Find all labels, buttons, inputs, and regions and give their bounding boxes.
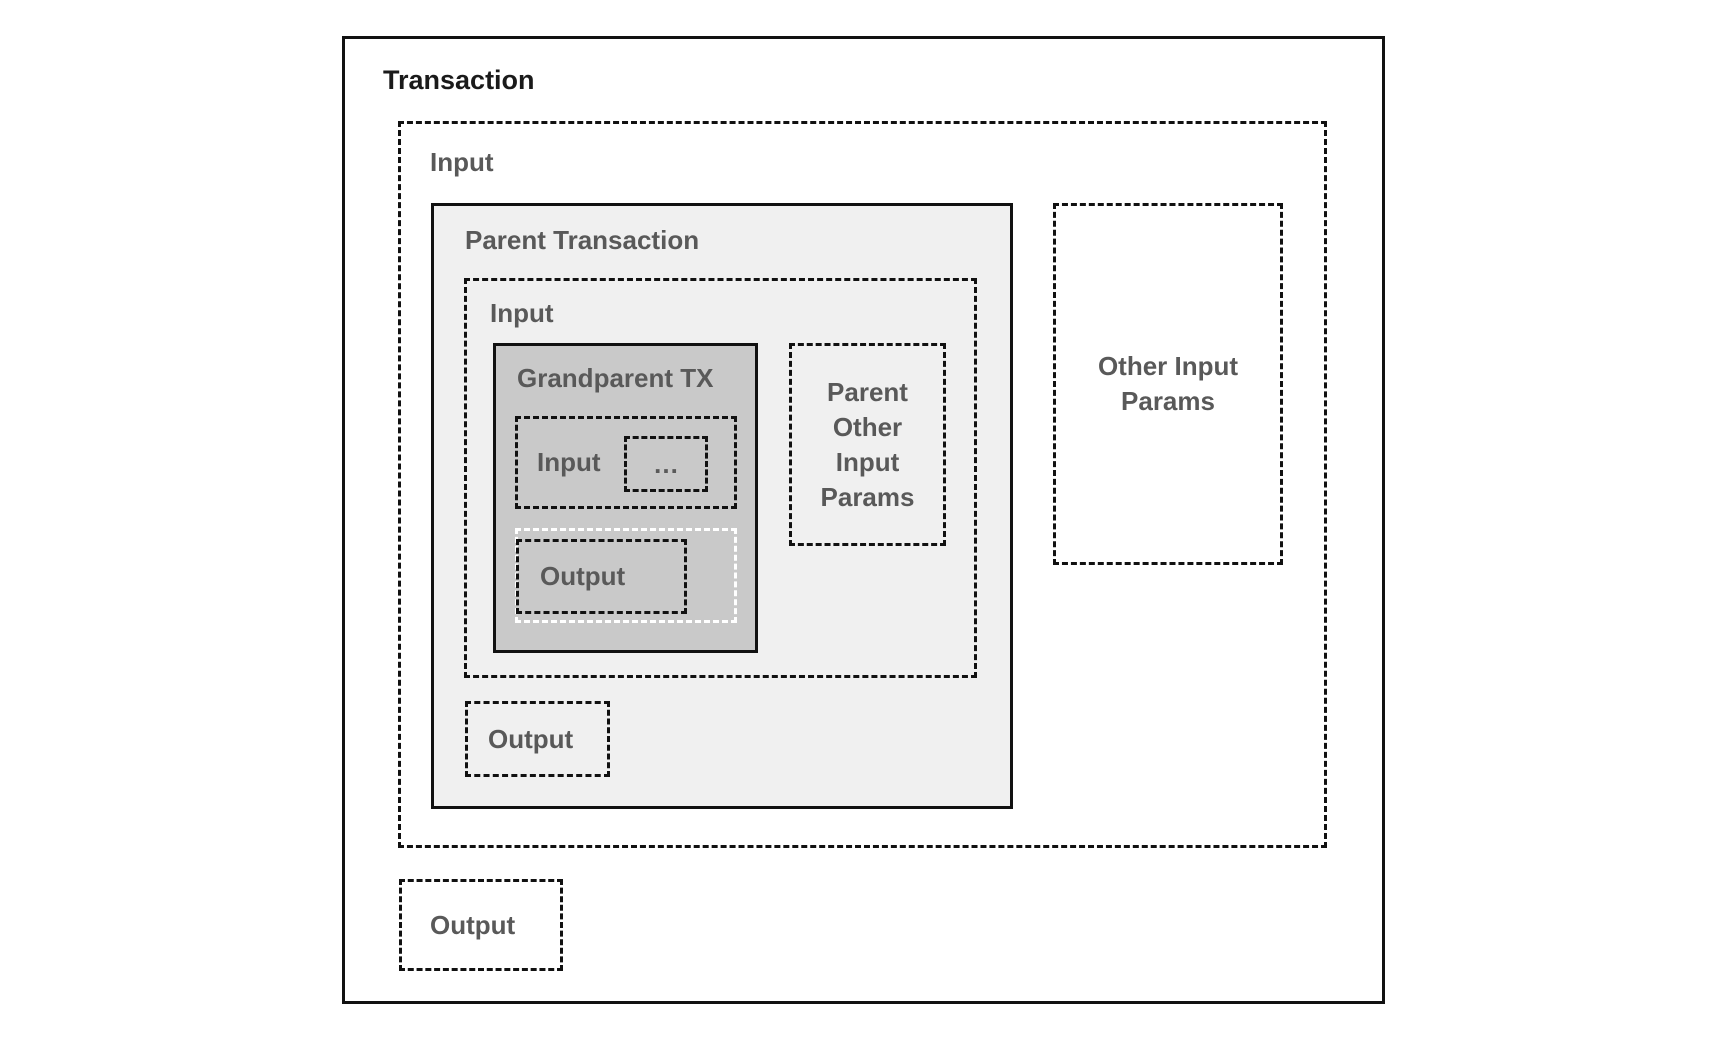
transaction-input-label: Input [430,147,494,177]
parent-input-box: Input Grandparent TX Input … [464,278,977,678]
parent-other-input-params-line: Input [835,446,900,477]
transaction-output-box: Output [399,879,563,971]
transaction-output-label: Output [430,909,516,940]
grandparent-input-box: Input … [515,416,737,509]
transaction-box: Transaction Input Parent Transaction Inp… [342,36,1385,1004]
parent-other-input-params-line: Params [820,481,915,512]
grandparent-tx-label: Grandparent TX [517,363,714,393]
other-input-params-line: Params [1121,386,1215,416]
ellipsis-label: … [653,448,679,479]
parent-input-label: Input [490,298,554,328]
parent-other-input-params-line: Other [832,411,903,442]
grandparent-output-box: Output [516,539,687,614]
parent-transaction-label: Parent Transaction [465,225,700,255]
parent-transaction-box: Parent Transaction Input Grandparent TX … [431,203,1013,809]
parent-output-box: Output [465,701,610,777]
parent-other-input-params-box: Parent Other Input Params [789,343,946,546]
grandparent-input-ellipsis-box: … [624,436,708,492]
other-input-params-box: Other Input Params [1053,203,1283,565]
transaction-input-box: Input Parent Transaction Input Grandpare… [398,121,1327,848]
grandparent-tx-box: Grandparent TX Input … [493,343,758,653]
grandparent-input-label: Input [537,447,601,477]
parent-other-input-params-line: Parent [827,376,908,407]
parent-output-label: Output [488,723,574,754]
other-input-params-line: Other Input [1097,351,1239,381]
grandparent-output-label: Output [540,561,626,591]
transaction-label: Transaction [383,65,535,95]
